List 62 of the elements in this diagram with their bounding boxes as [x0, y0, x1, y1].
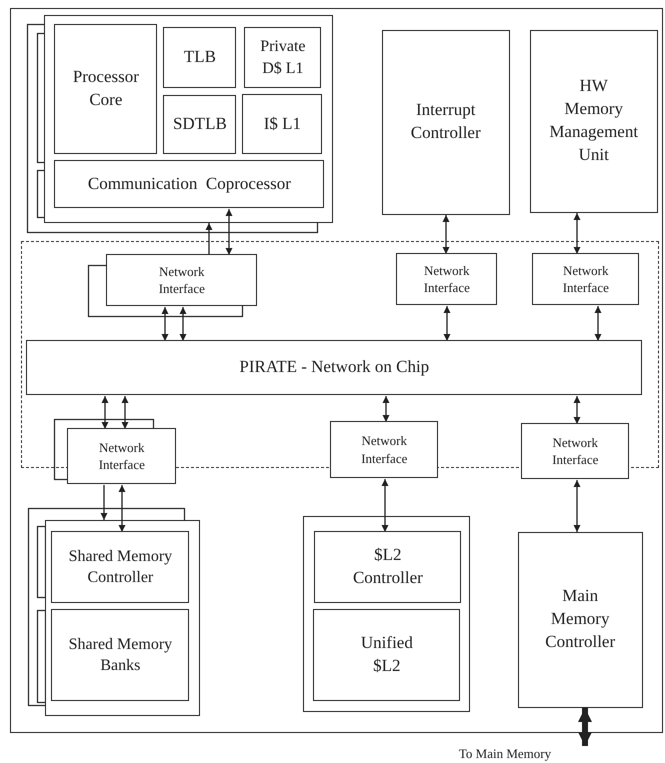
node-label: Main Memory Controller: [545, 585, 616, 654]
arrow: [382, 396, 390, 422]
node-label: Shared Memory Banks: [68, 634, 174, 676]
network-interface-box: [396, 253, 498, 306]
network-interface-box: [330, 421, 438, 478]
controller-box: [382, 30, 510, 215]
node-label: Private D$ L1: [260, 37, 306, 79]
arrow: [118, 485, 126, 532]
node-label: Network Interface: [562, 262, 609, 297]
node-label: $L2 Controller: [352, 544, 423, 590]
tlb-box: [163, 27, 236, 88]
coprocessor-box: [54, 160, 324, 208]
node-label: SDTLB: [172, 113, 227, 136]
node-label: Network Interface: [98, 438, 145, 474]
arrow: [574, 480, 580, 532]
l2-tile: [302, 516, 470, 712]
caption-text: To Main Memory: [458, 745, 552, 763]
network-interface-box: [67, 428, 176, 484]
arrow: [444, 306, 450, 341]
network-interface-box: [106, 254, 258, 306]
node-label: Interrupt Controller: [410, 99, 481, 144]
arrow: [102, 396, 108, 429]
cache-controller-box: [314, 531, 462, 604]
memory-controller-box: [518, 532, 643, 708]
arrow: [574, 396, 580, 424]
node-label: PIRATE - Network on Chip: [239, 356, 430, 378]
arrow: [100, 485, 108, 520]
node-label: I$ L1: [264, 112, 302, 135]
node-label: Network Interface: [424, 262, 470, 297]
cache-box: [313, 609, 460, 702]
arrow: [442, 215, 450, 254]
memory-banks-box: [51, 609, 190, 702]
network-interface-box: [532, 253, 640, 306]
node-label: Unified $L2: [360, 632, 413, 678]
arrow: [578, 708, 592, 746]
processor-tile: [44, 14, 333, 223]
arrow: [226, 209, 232, 255]
node-label: Network Interface: [552, 434, 598, 469]
node-label: TLB: [184, 46, 216, 68]
node-label: Network Interface: [361, 432, 408, 468]
node-label: Shared Memory Controller: [68, 546, 174, 588]
cache-box: [242, 94, 322, 154]
memory-controller-box: [51, 531, 190, 604]
processor-core-box: [54, 24, 158, 154]
node-label: Processor Core: [72, 66, 140, 112]
cache-box: [244, 27, 322, 88]
arrow: [122, 396, 128, 429]
shared-memory-tile: [44, 520, 200, 716]
arrow: [180, 307, 186, 341]
node-label: Network Interface: [158, 262, 205, 298]
network-interface-box: [521, 423, 630, 480]
node-label: Communication Coprocessor: [88, 172, 291, 195]
node-label: HW Memory Management Unit: [549, 75, 638, 166]
chip-boundary: [10, 8, 663, 733]
arrow: [594, 306, 602, 341]
arrow: [574, 213, 580, 254]
arrow: [382, 479, 388, 532]
memory-management-box: [530, 30, 658, 213]
network-on-chip-bar: [26, 340, 642, 396]
arrow: [162, 307, 168, 341]
arrow: [206, 223, 212, 255]
tlb-box: [163, 95, 236, 154]
